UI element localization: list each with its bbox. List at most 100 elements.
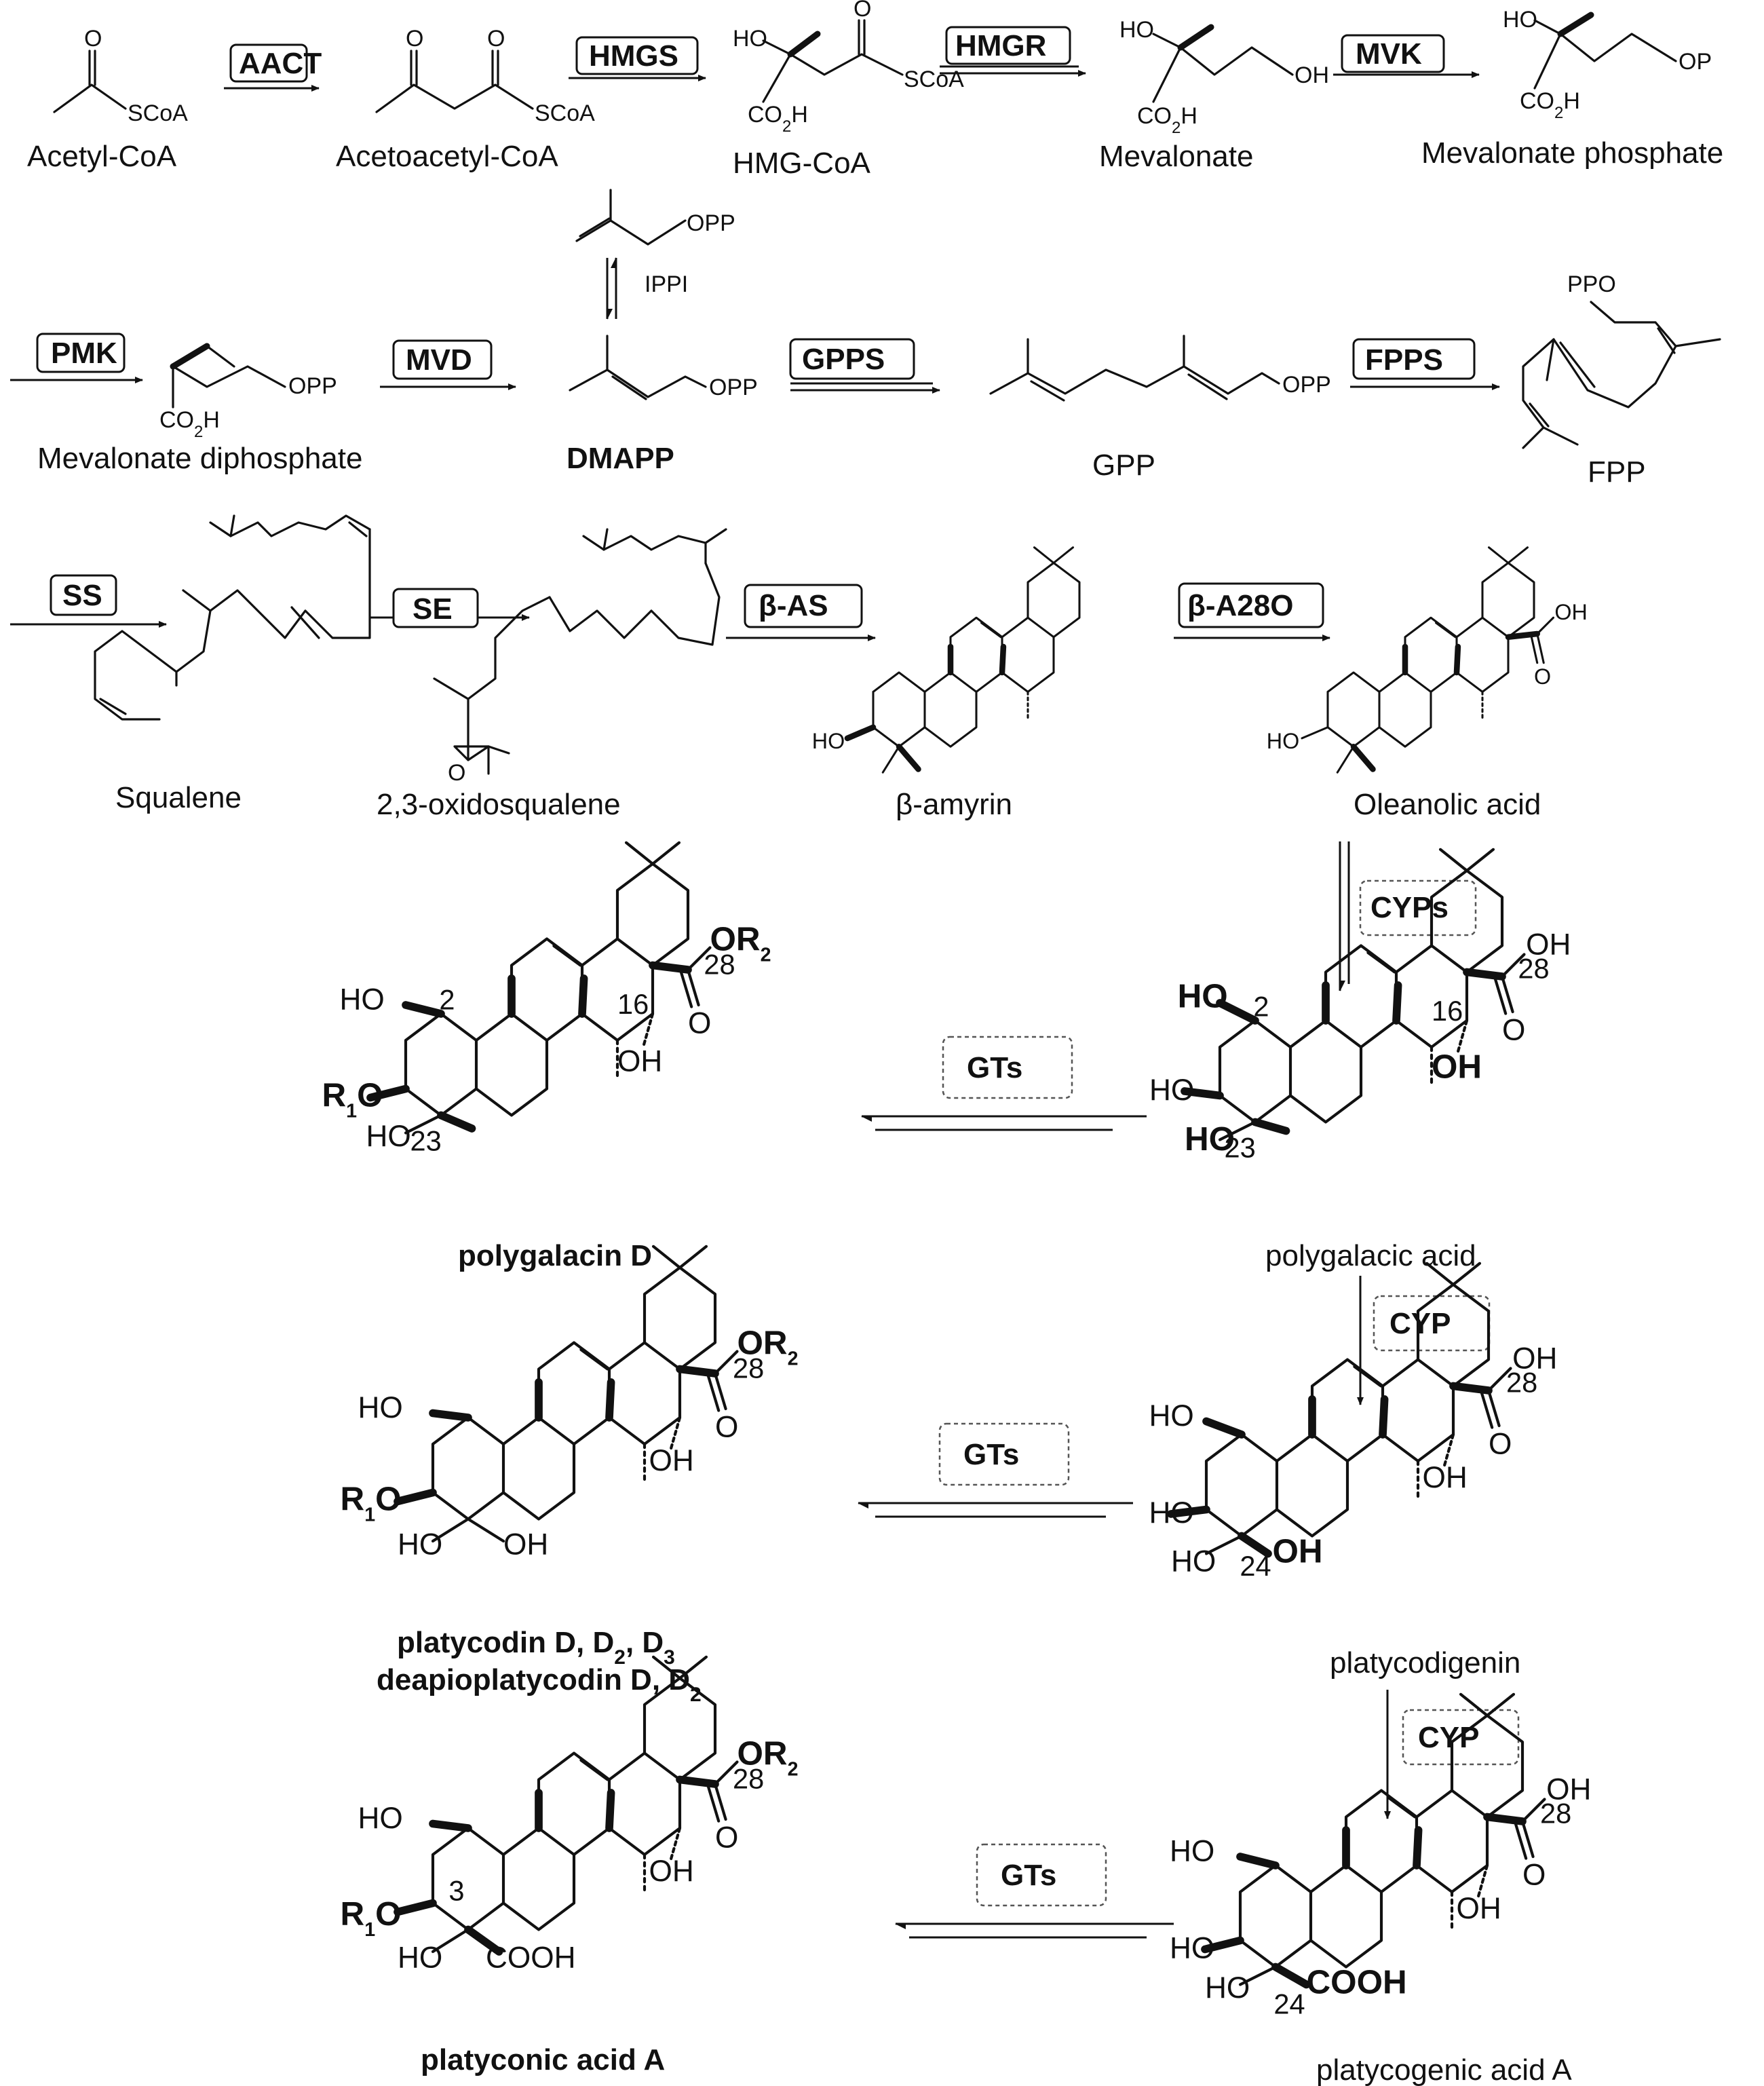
svg-text:28: 28	[704, 949, 735, 981]
svg-text:O: O	[448, 760, 465, 786]
enzyme-gts-2: GTs	[963, 1438, 1019, 1471]
svg-text:O: O	[1489, 1428, 1512, 1461]
label-b-amyrin: β-amyrin	[896, 788, 1012, 821]
svg-text:HO: HO	[340, 983, 385, 1017]
gpp-structure: OPP	[989, 335, 1331, 402]
svg-text:SCoA: SCoA	[128, 100, 188, 126]
svg-text:COOH: COOH	[1307, 1964, 1407, 2001]
svg-text:HO: HO	[1178, 978, 1228, 1015]
svg-text:OH: OH	[649, 1855, 694, 1888]
dmapp-structure: OPP	[569, 335, 758, 400]
svg-text:HO: HO	[398, 1528, 442, 1561]
svg-text:28: 28	[733, 1352, 764, 1384]
enzyme-gts-1: GTs	[967, 1051, 1022, 1084]
label-mevalonate-diphosphate: Mevalonate diphosphate	[37, 442, 362, 475]
svg-text:HO: HO	[398, 1941, 442, 1974]
hmg-coa-structure: HO O SCoA CO2H	[733, 0, 964, 136]
enzyme-fpps: FPPS	[1365, 343, 1443, 377]
svg-text:OH: OH	[1457, 1892, 1501, 1925]
svg-text:OPP: OPP	[288, 373, 337, 399]
enzyme-gts-3: GTs	[1001, 1859, 1056, 1892]
svg-text:R1O: R1O	[341, 1895, 402, 1941]
svg-text:CO2H: CO2H	[159, 407, 220, 441]
svg-text:HO: HO	[1149, 1496, 1194, 1530]
enzyme-gpps: GPPS	[802, 343, 885, 376]
label-squalene: Squalene	[115, 781, 242, 814]
enzyme-aact: AACT	[239, 47, 322, 80]
svg-text:23: 23	[410, 1125, 442, 1157]
label-fpp: FPP	[1588, 455, 1646, 489]
svg-text:2: 2	[439, 984, 455, 1016]
svg-text:OH: OH	[503, 1528, 548, 1561]
svg-text:28: 28	[1540, 1798, 1571, 1829]
svg-text:OH: OH	[1295, 62, 1329, 88]
enzyme-hmgr: HMGR	[955, 29, 1046, 62]
svg-text:HO: HO	[358, 1391, 403, 1424]
svg-text:23: 23	[1225, 1132, 1256, 1164]
svg-text:HO: HO	[1185, 1120, 1235, 1158]
label-platycodin-line1: platycodin D, D2, D3	[397, 1626, 675, 1669]
svg-text:O: O	[715, 1821, 738, 1855]
label-polygalacic-acid: polygalacic acid	[1265, 1239, 1476, 1272]
svg-text:SCoA: SCoA	[535, 100, 595, 126]
polygalacic-acid-structure: HO 2 HO HO 23 16 OH OH 28 O	[1149, 850, 1571, 1164]
label-mevalonate-phosphate: Mevalonate phosphate	[1421, 136, 1723, 170]
enzyme-pmk: PMK	[51, 337, 117, 370]
label-gpp: GPP	[1092, 449, 1155, 482]
svg-text:O: O	[1502, 1014, 1525, 1047]
mevalonate-diphosphate-structure: OPP CO2H	[159, 343, 337, 441]
svg-text:PPO: PPO	[1567, 271, 1616, 297]
mevalonate-phosphate-structure: HO OP CO2H	[1503, 7, 1712, 122]
enzyme-se: SE	[413, 592, 453, 626]
svg-text:OH: OH	[617, 1045, 662, 1078]
svg-text:SCoA: SCoA	[904, 67, 964, 92]
enzyme-mvk: MVK	[1356, 37, 1422, 71]
svg-text:HO: HO	[1149, 1399, 1194, 1433]
svg-text:OPP: OPP	[1282, 372, 1331, 398]
svg-text:OH: OH	[1546, 1773, 1591, 1806]
label-mevalonate: Mevalonate	[1099, 140, 1253, 173]
svg-text:24: 24	[1273, 1988, 1305, 2019]
svg-text:OPP: OPP	[687, 210, 735, 236]
label-acetyl-coa: Acetyl-CoA	[27, 140, 177, 173]
svg-text:HO: HO	[1267, 729, 1299, 753]
enzyme-cyp-1: CYP	[1389, 1307, 1451, 1340]
enzyme-b-a28o: β-A28O	[1187, 589, 1293, 622]
acetoacetyl-coa-structure: O O SCoA	[375, 26, 595, 126]
svg-text:OH: OH	[649, 1444, 694, 1477]
svg-text:HO: HO	[358, 1802, 403, 1835]
svg-text:3: 3	[448, 1875, 464, 1907]
svg-text:HO: HO	[1171, 1545, 1216, 1578]
svg-text:O: O	[406, 26, 423, 52]
enzyme-ippi: IPPI	[645, 271, 688, 297]
svg-text:OH: OH	[1423, 1461, 1468, 1494]
svg-text:24: 24	[1240, 1550, 1271, 1582]
svg-text:HO: HO	[1205, 1971, 1250, 2005]
enzyme-ss: SS	[62, 579, 102, 612]
svg-text:OH: OH	[1432, 1048, 1482, 1086]
svg-text:HO: HO	[812, 729, 845, 753]
svg-text:O: O	[715, 1411, 738, 1444]
enzyme-b-as: β-AS	[759, 589, 828, 622]
svg-text:HO: HO	[733, 26, 767, 52]
svg-text:OP: OP	[1679, 49, 1712, 75]
svg-text:16: 16	[1432, 995, 1463, 1027]
b-amyrin-structure: HO	[812, 548, 1079, 774]
svg-text:OH: OH	[1554, 600, 1587, 624]
squalene-structure	[94, 514, 371, 721]
svg-text:28: 28	[1506, 1367, 1537, 1399]
svg-text:R1O: R1O	[341, 1481, 402, 1526]
svg-text:HO: HO	[1119, 17, 1154, 43]
svg-text:OR2: OR2	[710, 920, 771, 966]
svg-text:O: O	[1522, 1859, 1546, 1892]
label-dmapp: DMAPP	[567, 442, 674, 475]
svg-text:O: O	[1534, 664, 1551, 689]
svg-text:OH: OH	[1526, 928, 1571, 962]
label-platyconic-acid: platyconic acid A	[421, 2043, 665, 2076]
svg-text:28: 28	[733, 1763, 764, 1795]
enzyme-cyps: CYPs	[1370, 891, 1449, 924]
svg-text:OH: OH	[1512, 1342, 1557, 1376]
svg-text:O: O	[487, 26, 505, 52]
label-oleanolic-acid: Oleanolic acid	[1354, 788, 1541, 821]
platyconic-acid-structure: HO 3 R1O HO COOH OH OR2 28 O	[341, 1657, 799, 1974]
